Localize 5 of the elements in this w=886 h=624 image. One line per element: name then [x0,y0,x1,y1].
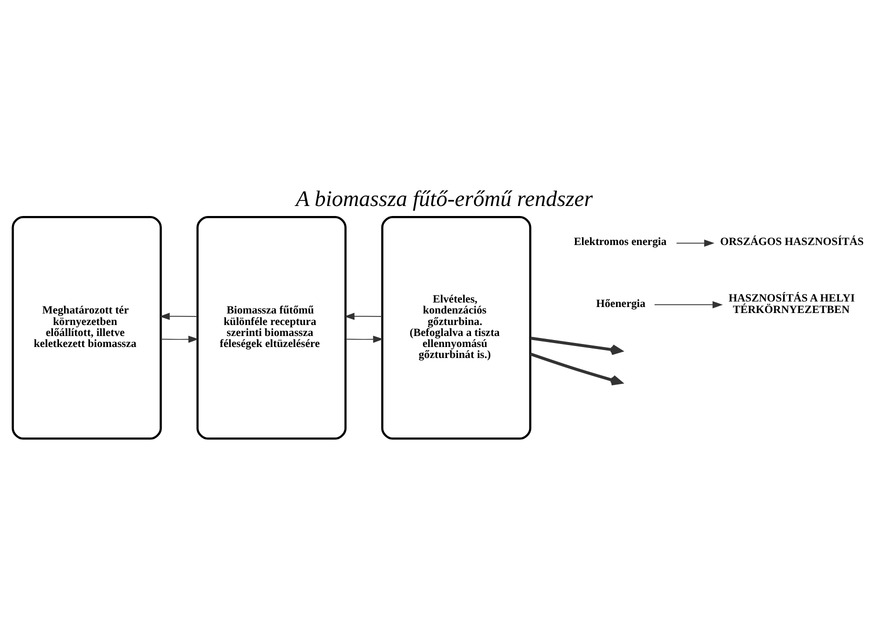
node-text: HASZNOSÍTÁS A HELYI TÉRKÖRNYEZETBEN [728,292,855,316]
node-text: Elektromos energia [574,236,667,248]
node-text: Hőenergia [596,298,646,310]
diagram-title: A biomassza fűtő-erőmű rendszer [296,186,593,211]
node-text: ORSZÁGOS HASZNOSÍTÁS [720,236,864,248]
